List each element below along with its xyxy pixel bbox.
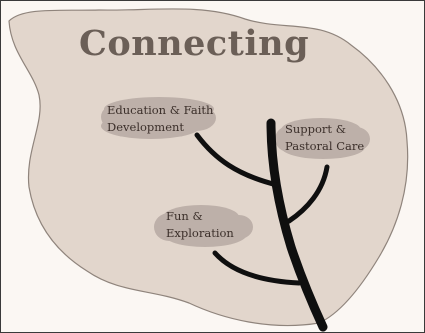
label-line: Education & Faith — [107, 103, 214, 117]
branch-tree — [194, 118, 330, 332]
branch-fun — [212, 250, 302, 286]
branch-education — [194, 132, 280, 188]
background-blob — [8, 8, 409, 327]
label-fun-exploration: Fun & Exploration — [166, 208, 234, 242]
label-line: Fun & — [166, 209, 203, 223]
label-line: Support & — [285, 122, 346, 136]
label-support-pastoral-care: Support & Pastoral Care — [285, 121, 364, 155]
cloud-fun — [154, 205, 253, 247]
diagram-title: Connecting — [79, 23, 310, 64]
cloud-support — [275, 118, 370, 159]
branch-trunk — [266, 118, 328, 332]
branch-support — [286, 164, 330, 224]
label-line: Development — [107, 120, 185, 134]
cloud-education — [101, 97, 216, 139]
label-line: Exploration — [166, 226, 234, 240]
label-line: Pastoral Care — [285, 139, 365, 153]
label-education-faith-development: Education & Faith Development — [107, 102, 213, 136]
